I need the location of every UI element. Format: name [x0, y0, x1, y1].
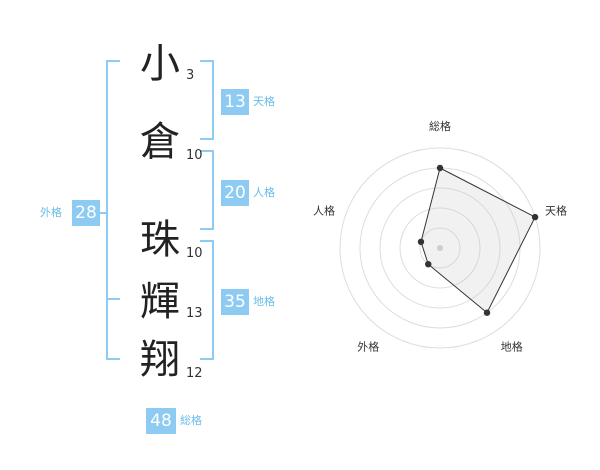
stroke-count-3: 10 — [186, 246, 203, 261]
stroke-count-5: 12 — [186, 366, 203, 381]
radar-ring — [399, 207, 481, 289]
radar-area — [420, 167, 536, 314]
gaikaku-bracket-bottom — [106, 358, 120, 360]
radar-axis-label-3: 地格 — [501, 340, 523, 354]
radar-axis-label-1: 総格 — [429, 119, 451, 133]
chikaku-bracket-top — [200, 240, 214, 242]
chikaku-label: 地格 — [253, 295, 275, 308]
radar-axis-label-2: 天格 — [545, 203, 567, 217]
soukaku-value-badge: 48 — [146, 408, 176, 434]
gaikaku-bracket-split — [106, 298, 120, 300]
tenkaku-bracket-bottom — [200, 138, 214, 140]
gaikaku-bracket — [106, 60, 108, 360]
radar-point-5 — [417, 238, 425, 246]
radar-axis-label-5: 人格 — [313, 203, 335, 217]
chikaku-bracket-bottom — [200, 358, 214, 360]
radar-ring — [379, 187, 501, 309]
name-char-4: 輝 — [140, 279, 180, 325]
radar-center — [437, 245, 443, 251]
name-char-2: 倉 — [140, 119, 180, 165]
jinkaku-bracket — [212, 150, 214, 230]
stroke-count-4: 13 — [186, 306, 203, 321]
gaikaku-bracket-connector — [96, 212, 108, 214]
jinkaku-bracket-top — [200, 150, 214, 152]
jinkaku-value-badge: 20 — [221, 180, 249, 206]
jinkaku-label: 人格 — [253, 186, 275, 199]
tenkaku-bracket-top — [200, 60, 214, 62]
gaikaku-bracket-top — [106, 60, 120, 62]
radar-point-1 — [436, 164, 444, 172]
radar-ring — [339, 147, 541, 349]
radar-point-2 — [531, 213, 539, 221]
radar-point-3 — [483, 309, 491, 316]
name-char-5: 翔 — [140, 337, 180, 383]
stroke-count-1: 3 — [186, 68, 195, 83]
name-char-3: 珠 — [140, 217, 180, 263]
radar-ring — [419, 227, 461, 269]
soukaku-label: 総格 — [180, 414, 202, 427]
chikaku-value-badge: 35 — [221, 289, 249, 315]
jinkaku-bracket-bottom — [200, 228, 214, 230]
tenkaku-label: 天格 — [253, 95, 275, 108]
tenkaku-value-badge: 13 — [221, 89, 249, 115]
stroke-count-2: 10 — [186, 148, 203, 163]
tenkaku-bracket — [212, 60, 214, 140]
radar-point-4 — [425, 260, 432, 268]
chikaku-bracket — [212, 240, 214, 360]
gaikaku-label: 外格 — [40, 206, 62, 219]
gaikaku-value-badge: 28 — [72, 200, 100, 226]
name-char-1: 小 — [140, 41, 180, 87]
radar-axis-label-4: 外格 — [357, 340, 379, 354]
